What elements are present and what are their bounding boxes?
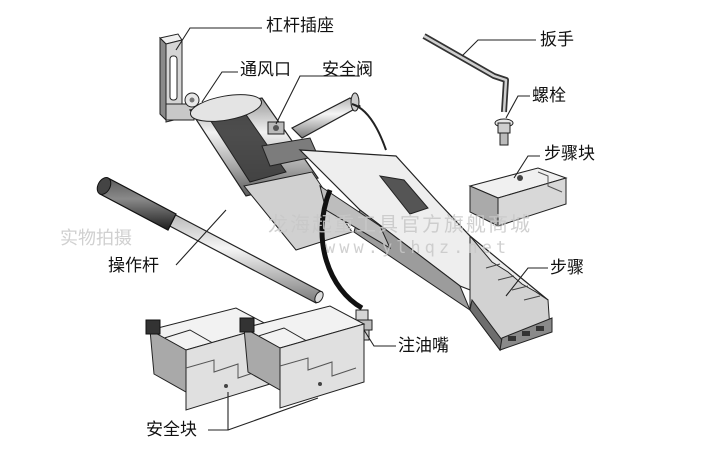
watermark-store-name: 龙海起重工具官方旗舰商城	[268, 212, 532, 236]
lever-socket	[159, 33, 200, 123]
label-wrench: 扳手	[540, 30, 574, 50]
hex-wrench	[422, 33, 509, 113]
label-step-block: 步骤块	[544, 144, 595, 164]
label-safety-valve: 安全阀	[322, 60, 373, 80]
label-bolt: 螺栓	[532, 86, 566, 106]
carry-handle	[290, 92, 387, 151]
watermark-website: www.ylhqz.net	[325, 238, 511, 258]
step-block	[468, 167, 568, 227]
safety-block-right	[239, 305, 366, 409]
label-safety-block: 安全块	[146, 420, 197, 440]
label-grease-nipple: 注油嘴	[398, 336, 449, 356]
bolt	[494, 118, 514, 146]
label-vent: 通风口	[240, 60, 291, 80]
spreader-wedge	[298, 149, 553, 352]
label-steps: 步骤	[550, 258, 584, 278]
label-lever-socket: 杠杆插座	[266, 16, 334, 36]
watermark-photo-note: 实物拍摄	[60, 228, 132, 249]
leader-lines	[175, 27, 548, 431]
cylinder-body	[188, 94, 353, 251]
label-operating-rod: 操作杆	[108, 256, 159, 276]
